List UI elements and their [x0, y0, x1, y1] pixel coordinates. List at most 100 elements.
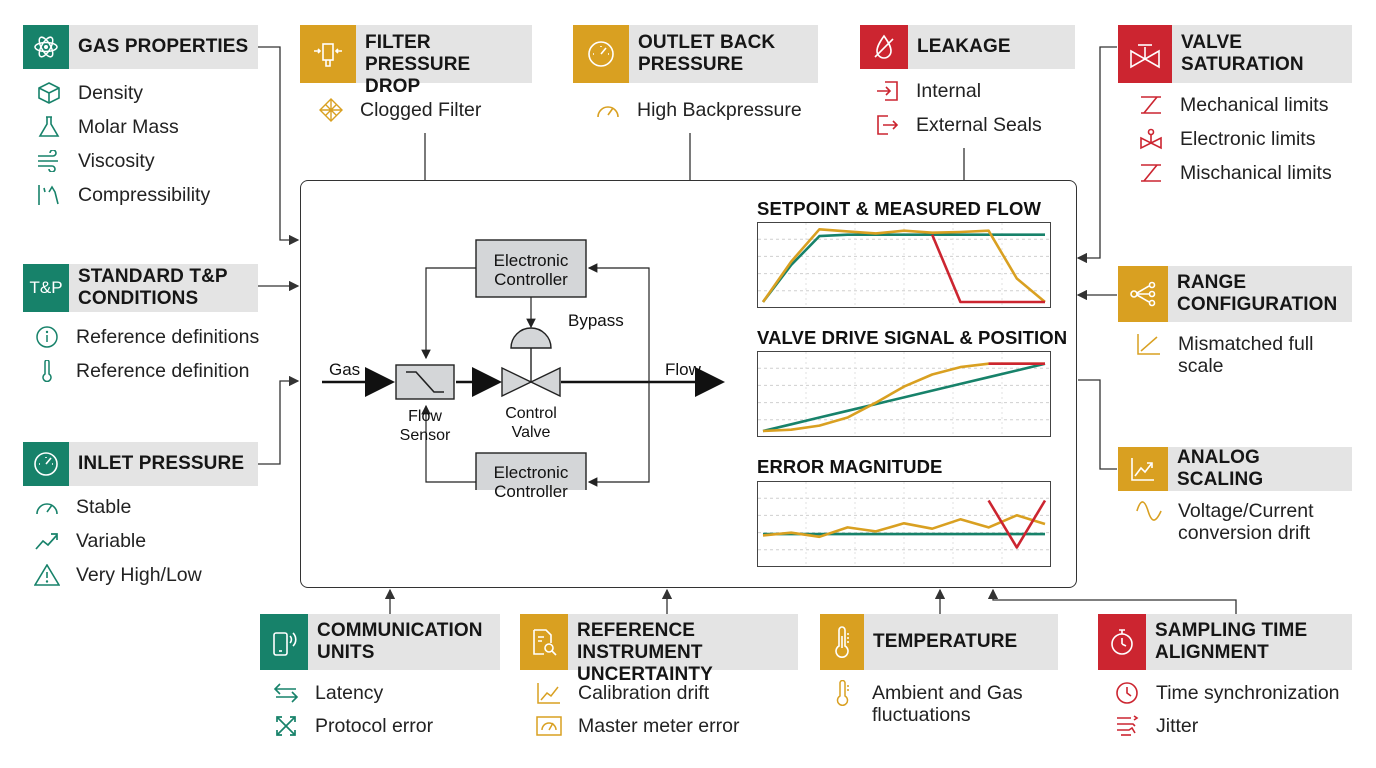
list-item: Mischanical limits — [1138, 162, 1332, 184]
thermometer-icon — [830, 680, 856, 706]
series-line-2 — [987, 499, 1047, 549]
cross-arrows-icon — [273, 715, 299, 737]
list-item: Very High/Low — [34, 564, 202, 586]
gas-label: Gas — [329, 360, 361, 379]
list-item: High Backpressure — [595, 99, 802, 121]
chart-title-setpoint: SETPOINT & MEASURED FLOW — [757, 198, 1042, 219]
list-item: Density — [36, 82, 143, 104]
chart-title-error: ERROR MAGNITUDE — [757, 456, 943, 477]
gauge-icon — [23, 442, 69, 486]
warning-icon — [34, 564, 60, 586]
temperature-card: TEMPERATURE — [820, 614, 1058, 670]
list-item: Jitter — [1114, 715, 1198, 737]
card-title: GAS PROPERTIES — [78, 36, 249, 57]
trend-icon — [1136, 333, 1162, 355]
compress-icon — [36, 184, 62, 206]
list-item: Time synchronization — [1114, 682, 1340, 704]
tp-icon: T&P — [23, 264, 69, 312]
card-title: OUTLET BACK PRESSURE — [638, 32, 776, 75]
sampling-time-card: SAMPLING TIME ALIGNMENT — [1098, 614, 1352, 670]
analog-scaling-card: ANALOG SCALING — [1118, 447, 1352, 491]
card-title: STANDARD T&P CONDITIONS — [78, 266, 228, 309]
meter-icon — [536, 715, 562, 737]
flow-sensor-block — [395, 364, 455, 400]
info-icon — [34, 326, 60, 348]
clock-icon — [1114, 682, 1140, 704]
valve-drive-chart — [757, 351, 1051, 437]
trend-up-icon — [34, 530, 60, 552]
controller-top-label: Electronic Controller — [493, 251, 569, 289]
filter-icon — [300, 25, 356, 83]
chart-title-valve-drive: VALVE DRIVE SIGNAL & POSITION — [757, 327, 1068, 348]
list-item: Compressibility — [36, 184, 210, 206]
outlet-back-pressure-card: OUTLET BACK PRESSURE — [573, 25, 818, 83]
range-configuration-card: RANGE CONFIGURATION — [1118, 266, 1352, 322]
leakage-card: LEAKAGE — [860, 25, 1075, 69]
thermometer-icon — [34, 360, 60, 382]
card-title: INLET PRESSURE — [78, 453, 245, 474]
list-item: Mechanical limits — [1138, 94, 1328, 116]
filter-pressure-drop-card: FILTER PRESSURE DROP — [300, 25, 532, 97]
list-item: Molar Mass — [36, 116, 179, 138]
wind-icon — [36, 150, 62, 172]
error-magnitude-chart — [757, 481, 1051, 567]
list-item: Stable — [34, 496, 131, 518]
gas-properties-card: GAS PROPERTIES — [23, 25, 258, 69]
list-item: Latency — [273, 682, 383, 704]
card-title: VALVE SATURATION — [1181, 32, 1304, 75]
card-title: COMMUNICATION UNITS — [317, 620, 483, 663]
list-item: Protocol error — [273, 715, 433, 737]
series-line-0 — [761, 233, 1045, 303]
bypass-label: Bypass — [568, 311, 624, 330]
gauge-icon — [34, 496, 60, 518]
series-line-1 — [761, 228, 1046, 303]
valve-saturation-card: VALVE SATURATION — [1118, 25, 1352, 83]
list-item: Electronic limits — [1138, 128, 1315, 150]
sine-icon — [1136, 500, 1162, 522]
valve-icon — [1118, 25, 1172, 83]
control-valve-symbol — [501, 327, 561, 398]
trend-icon — [536, 682, 562, 704]
control-valve-label: Control Valve — [505, 405, 557, 441]
series-line-1 — [762, 514, 1046, 539]
setpoint-flow-chart — [757, 222, 1051, 308]
chart-icon — [1118, 447, 1168, 491]
atom-icon — [23, 25, 69, 69]
arrow-out-icon — [874, 114, 900, 136]
list-item: Internal — [874, 80, 981, 102]
reference-instrument-card: REFERENCE INSTRUMENT UNCERTAINTY — [520, 614, 798, 685]
phone-signal-icon — [260, 614, 308, 670]
communication-units-card: COMMUNICATION UNITS — [260, 614, 500, 670]
jitter-icon — [1114, 715, 1140, 737]
thermometer-icon — [820, 614, 864, 670]
card-title: RANGE CONFIGURATION — [1177, 272, 1338, 315]
card-title: LEAKAGE — [917, 36, 1011, 57]
card-title: REFERENCE INSTRUMENT UNCERTAINTY — [577, 620, 713, 685]
flask-icon — [36, 116, 62, 138]
valve-icon — [1138, 128, 1164, 150]
swap-arrows-icon — [273, 682, 299, 704]
card-title: ANALOG SCALING — [1177, 447, 1264, 490]
cube-icon — [36, 82, 62, 104]
list-item: Reference definitions — [34, 326, 259, 348]
limit-icon — [1138, 162, 1164, 184]
limit-icon — [1138, 94, 1164, 116]
card-title: SAMPLING TIME ALIGNMENT — [1155, 620, 1308, 663]
series-line-0 — [762, 362, 1046, 433]
list-item: Calibration drift — [536, 682, 709, 704]
list-item: Reference definition — [34, 360, 249, 382]
card-title: TEMPERATURE — [873, 631, 1018, 652]
list-item: Clogged Filter — [318, 98, 481, 122]
document-search-icon — [520, 614, 568, 670]
stopwatch-icon — [1098, 614, 1146, 670]
flow-sensor-label: Flow Sensor — [399, 408, 451, 444]
branch-icon — [1118, 266, 1168, 322]
gauge-icon — [573, 25, 629, 83]
list-item: External Seals — [874, 114, 1042, 136]
list-item: Viscosity — [36, 150, 155, 172]
inlet-pressure-card: INLET PRESSURE — [23, 442, 258, 486]
